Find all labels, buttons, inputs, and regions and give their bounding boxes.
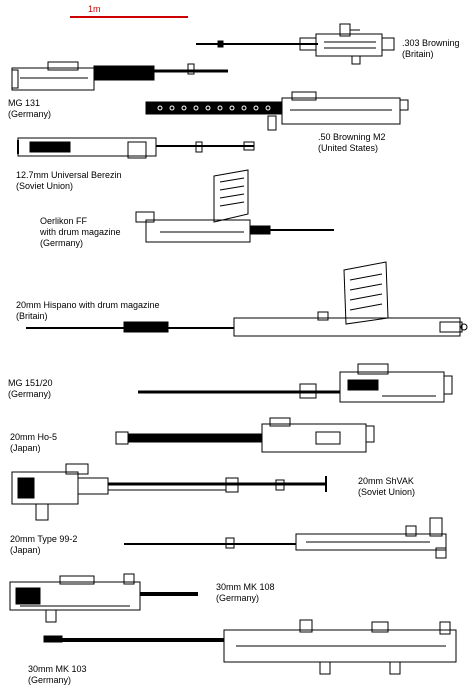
- browning303-name: .303 Browning: [402, 38, 460, 48]
- berezin-label: 12.7mm Universal Berezin (Soviet Union): [16, 170, 122, 192]
- oerlikon-label: Oerlikon FF with drum magazine (Germany): [40, 216, 121, 249]
- mg151-drawing: [138, 363, 453, 403]
- shvak-country: (Soviet Union): [358, 487, 416, 497]
- hispano-name: 20mm Hispano with drum magazine: [16, 300, 160, 310]
- ho5-drawing: [115, 417, 375, 453]
- oerlikon-country: (Germany): [40, 238, 84, 248]
- hispano-drawing: [26, 261, 468, 337]
- browning50-country: (United States): [318, 143, 379, 153]
- type992-name: 20mm Type 99-2: [10, 534, 78, 544]
- mg131-name: MG 131: [8, 98, 41, 108]
- scale-label: 1m: [88, 4, 101, 14]
- oerlikon-name: Oerlikon FF: [40, 216, 88, 226]
- oerlikon-drawing: [135, 169, 334, 243]
- mg131-label: MG 131 (Germany): [8, 98, 51, 120]
- mg131-drawing: [11, 61, 228, 91]
- shvak-drawing: [11, 463, 327, 521]
- type992-country: (Japan): [10, 545, 41, 555]
- mk108-country: (Germany): [216, 593, 260, 603]
- mg131-country: (Germany): [8, 109, 52, 119]
- type992-label: 20mm Type 99-2 (Japan): [10, 534, 77, 556]
- mk103-drawing: [43, 619, 457, 675]
- browning303-drawing: [196, 23, 395, 65]
- shvak-name: 20mm ShVAK: [358, 476, 414, 486]
- scale-bar: [70, 16, 188, 18]
- mg151-country: (Germany): [8, 389, 52, 399]
- mg151-name: MG 151/20: [8, 378, 53, 388]
- browning50-label: .50 Browning M2 (United States): [318, 132, 386, 154]
- browning303-label: .303 Browning (Britain): [402, 38, 460, 60]
- browning50-drawing: [145, 91, 409, 131]
- ho5-label: 20mm Ho-5 (Japan): [10, 432, 57, 454]
- type992-drawing: [124, 517, 447, 559]
- ho5-name: 20mm Ho-5: [10, 432, 58, 442]
- mk103-name: 30mm MK 103: [28, 664, 87, 674]
- shvak-label: 20mm ShVAK (Soviet Union): [358, 476, 415, 498]
- mk103-country: (Germany): [28, 675, 72, 685]
- ho5-country: (Japan): [10, 443, 41, 453]
- mg151-label: MG 151/20 (Germany): [8, 378, 53, 400]
- berezin-country: (Soviet Union): [16, 181, 74, 191]
- browning50-name: .50 Browning M2: [318, 132, 386, 142]
- mk108-label: 30mm MK 108 (Germany): [216, 582, 275, 604]
- berezin-name: 12.7mm Universal Berezin: [16, 170, 122, 180]
- browning303-country: (Britain): [402, 49, 434, 59]
- oerlikon-sub: with drum magazine: [40, 227, 121, 237]
- hispano-label: 20mm Hispano with drum magazine (Britain…: [16, 300, 160, 322]
- berezin-drawing: [17, 137, 255, 159]
- mk103-label: 30mm MK 103 (Germany): [28, 664, 87, 686]
- mk108-drawing: [9, 573, 198, 623]
- hispano-country: (Britain): [16, 311, 48, 321]
- mk108-name: 30mm MK 108: [216, 582, 275, 592]
